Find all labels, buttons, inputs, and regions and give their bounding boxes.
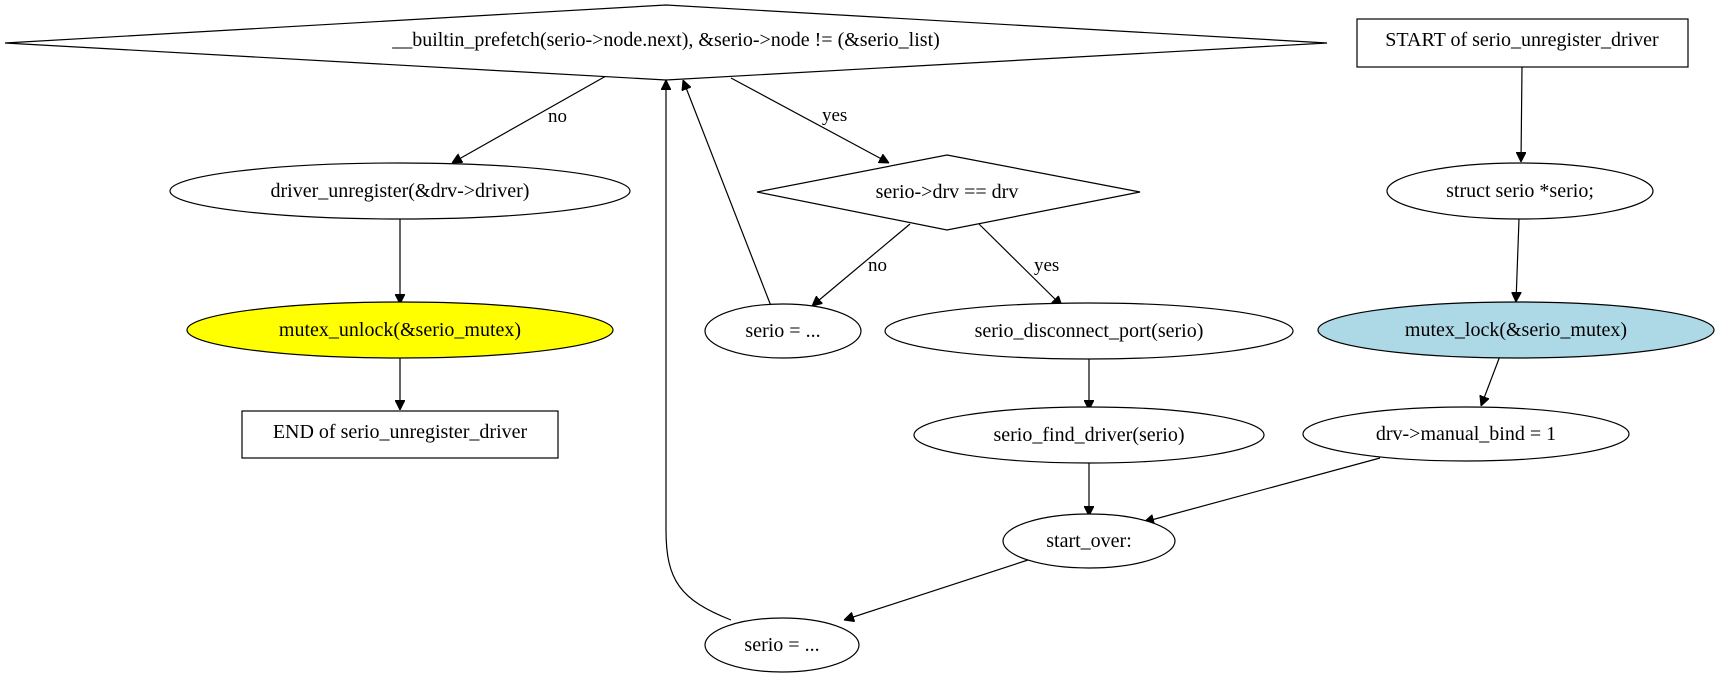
start-label: START of serio_unregister_driver xyxy=(1385,29,1659,51)
node-mutex-lock: mutex_lock(&serio_mutex) xyxy=(1317,301,1715,359)
edge-manual-bind-to-start-over xyxy=(1144,457,1381,522)
serio-first-ellipse xyxy=(704,617,860,673)
node-start: START of serio_unregister_driver xyxy=(1356,18,1689,68)
manual-bind-label: drv->manual_bind = 1 xyxy=(1376,423,1556,445)
mutex-unlock-ellipse xyxy=(186,301,614,359)
disconnect-port-label: serio_disconnect_port(serio) xyxy=(975,320,1204,342)
start-over-label: start_over: xyxy=(1046,530,1132,552)
edges: no yes no yes xyxy=(400,66,1522,621)
driver-unregister-ellipse xyxy=(169,162,631,220)
node-driver-unregister: driver_unregister(&drv->driver) xyxy=(169,162,631,220)
disconnect-port-ellipse xyxy=(884,302,1294,360)
drv-check-label: serio->drv == drv xyxy=(876,181,1019,203)
serio-next-label: serio = ... xyxy=(745,320,820,342)
mutex-unlock-label: mutex_unlock(&serio_mutex) xyxy=(279,319,521,341)
mutex-lock-label: mutex_lock(&serio_mutex) xyxy=(1405,319,1627,341)
start-over-ellipse xyxy=(1002,513,1176,569)
edge-label-loop-cond-no: no xyxy=(548,106,567,127)
node-disconnect-port: serio_disconnect_port(serio) xyxy=(884,302,1294,360)
declaration-label: struct serio *serio; xyxy=(1446,180,1594,202)
loop-condition-diamond xyxy=(4,4,1328,81)
serio-first-label: serio = ... xyxy=(744,634,819,656)
node-find-driver: serio_find_driver(serio) xyxy=(913,406,1265,464)
edge-loop-cond-no xyxy=(452,75,607,163)
edge-start-to-decl xyxy=(1521,66,1522,162)
manual-bind-ellipse xyxy=(1302,406,1630,462)
node-drv-check: serio->drv == drv xyxy=(756,154,1141,231)
edge-label-loop-cond-yes: yes xyxy=(822,105,847,126)
mutex-lock-ellipse xyxy=(1317,301,1715,359)
find-driver-ellipse xyxy=(913,406,1265,464)
driver-unregister-label: driver_unregister(&drv->driver) xyxy=(271,180,530,202)
node-serio-first: serio = ... xyxy=(704,617,860,673)
edge-decl-to-mutex-lock xyxy=(1516,218,1519,302)
edge-label-drv-check-yes: yes xyxy=(1034,255,1059,276)
drv-check-diamond xyxy=(756,154,1141,231)
end-box xyxy=(241,410,559,459)
node-manual-bind: drv->manual_bind = 1 xyxy=(1302,406,1630,462)
edge-serio-first-to-loop-cond xyxy=(666,80,732,621)
edge-serio-next-to-loop-cond xyxy=(683,80,772,307)
start-box xyxy=(1356,18,1689,68)
loop-condition-label: __builtin_prefetch(serio->node.next), &s… xyxy=(391,29,940,51)
node-start-over: start_over: xyxy=(1002,513,1176,569)
edge-loop-cond-yes xyxy=(730,77,889,163)
edge-drv-check-no xyxy=(812,223,911,306)
node-declaration: struct serio *serio; xyxy=(1386,162,1654,220)
end-label: END of serio_unregister_driver xyxy=(273,421,528,443)
node-loop-condition: __builtin_prefetch(serio->node.next), &s… xyxy=(4,4,1328,81)
find-driver-label: serio_find_driver(serio) xyxy=(993,424,1184,446)
node-serio-next: serio = ... xyxy=(704,303,862,359)
node-end: END of serio_unregister_driver xyxy=(241,410,559,459)
edge-label-drv-check-no: no xyxy=(868,255,887,276)
nodes: __builtin_prefetch(serio->node.next), &s… xyxy=(4,4,1715,673)
edge-start-over-to-serio-first xyxy=(844,559,1029,620)
edge-drv-check-yes xyxy=(978,223,1062,306)
serio-next-ellipse xyxy=(704,303,862,359)
declaration-ellipse xyxy=(1386,162,1654,220)
edge-mutex-lock-to-manual-bind xyxy=(1481,355,1501,406)
node-mutex-unlock: mutex_unlock(&serio_mutex) xyxy=(186,301,614,359)
